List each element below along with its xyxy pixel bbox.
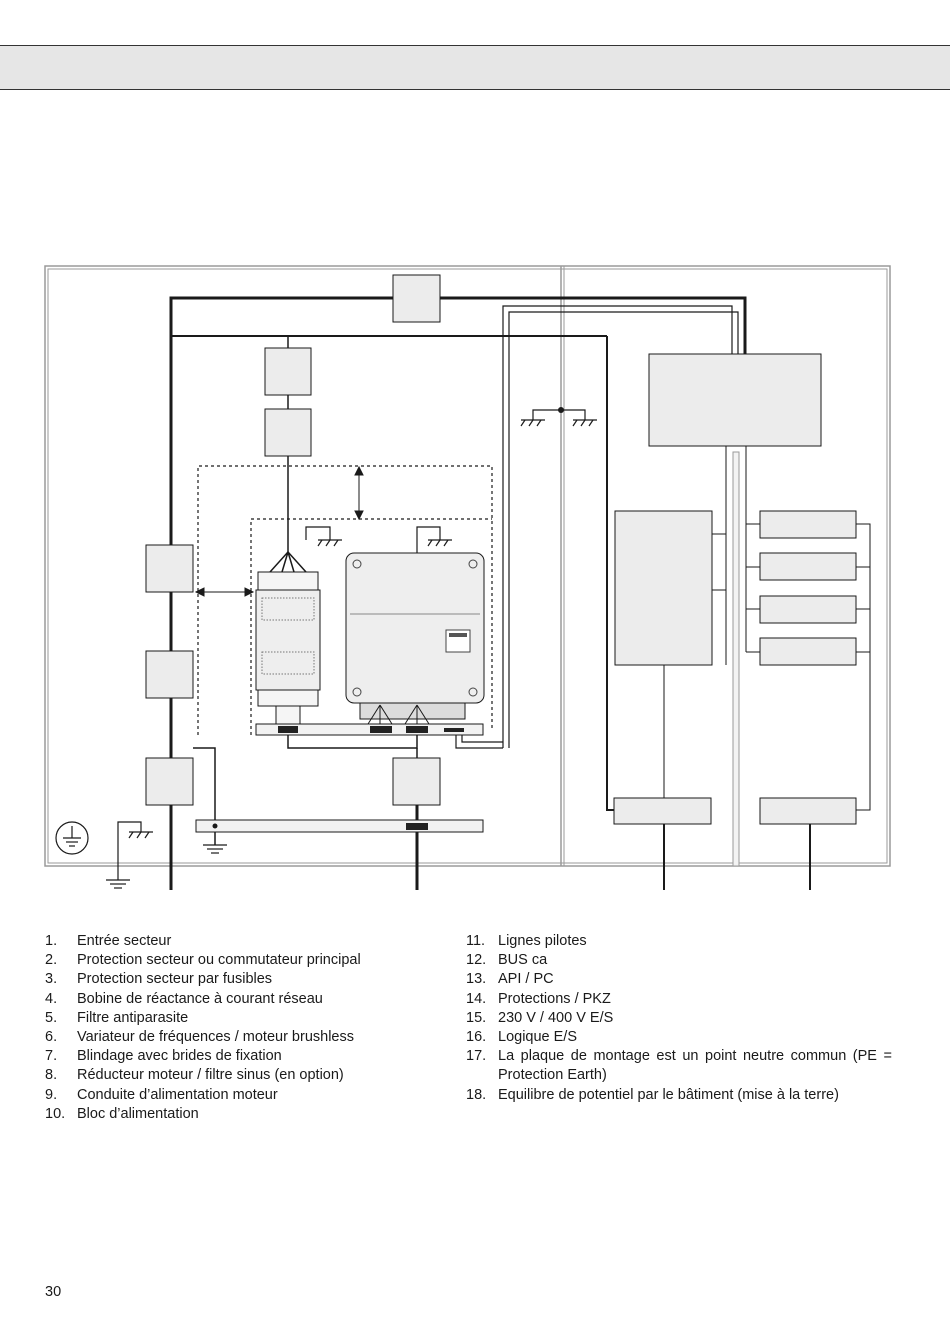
legend-item: 18.Equilibre de potentiel par le bâtimen…	[466, 1086, 839, 1103]
legend-item: 13.API / PC	[466, 971, 554, 988]
ground-symbols	[106, 409, 597, 889]
legend-item: 1.Entrée secteur	[45, 933, 172, 949]
shield-dashed	[197, 465, 493, 735]
legend-item: 16.Logique E/S	[466, 1029, 578, 1046]
right-side-wiring	[663, 446, 871, 890]
header-bar	[0, 45, 950, 90]
legend-item: 3.Protection secteur par fusibles	[45, 971, 273, 988]
legend-item: 5.Filtre antiparasite	[45, 1009, 189, 1026]
wiring-diagram	[44, 265, 891, 890]
legend-item: 17.La plaque de montage est un point neu…	[466, 1048, 892, 1084]
mounting-rails	[195, 723, 484, 833]
page-number: 30	[45, 1284, 62, 1300]
filter-module	[255, 571, 321, 725]
legend-item: 9.Conduite d’alimentation moteur	[45, 1086, 278, 1103]
legend-item: 10.Bloc d’alimentation	[45, 1105, 199, 1122]
frequency-converter	[345, 552, 485, 725]
legend-item: 7.Blindage avec brides de fixation	[45, 1048, 282, 1065]
legend-item: 12.BUS ca	[466, 952, 548, 969]
cabinet-frame	[44, 265, 891, 867]
pe-junction-dot	[558, 407, 564, 413]
mains-wiring	[169, 296, 747, 890]
legend-item: 14.Protections / PKZ	[466, 990, 611, 1007]
legend-item: 15.230 V / 400 V E/S	[466, 1009, 614, 1026]
rail-junction-dot	[212, 823, 218, 829]
legend-left: 1.Entrée secteur 2.Protection secteur ou…	[45, 932, 445, 1124]
protective-earth-icon	[55, 821, 89, 855]
bus-line	[732, 451, 740, 867]
legend-item: 2.Protection secteur ou commutateur prin…	[45, 952, 361, 969]
legend-right: 11.Lignes pilotes 12.BUS ca 13.API / PC …	[466, 932, 892, 1105]
internal-wiring	[193, 336, 418, 845]
legend-item: 8.Réducteur moteur / filtre sinus (en op…	[45, 1067, 344, 1084]
spacing-arrows	[194, 465, 364, 597]
legend-item: 4.Bobine de réactance à courant réseau	[45, 990, 323, 1007]
legend-item: 6.Variateur de fréquences / moteur brush…	[45, 1029, 354, 1046]
component-boxes	[145, 274, 857, 825]
legend-item: 11.Lignes pilotes	[466, 933, 587, 949]
